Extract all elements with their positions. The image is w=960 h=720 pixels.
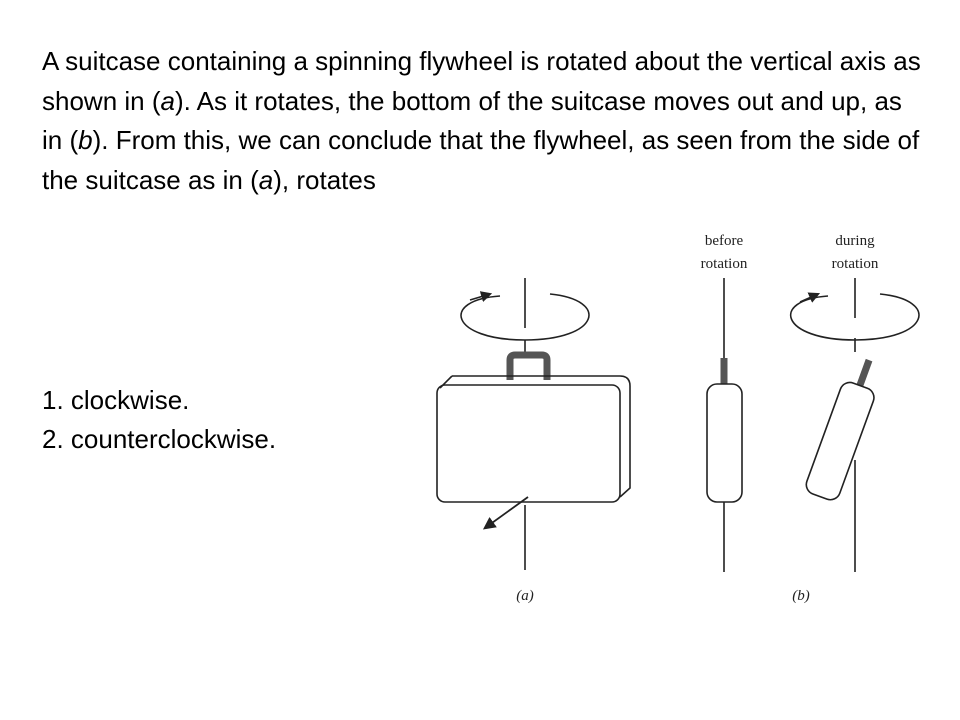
- caption-b: (b): [792, 588, 810, 604]
- spin-vector-arrow-icon: [482, 496, 529, 530]
- suitcase-front-a: [436, 384, 621, 503]
- suitcase-handle-a: [506, 351, 551, 380]
- rotation-arrowhead-during-icon: [799, 292, 821, 303]
- question-part-4: ), rotates: [273, 164, 376, 195]
- figure-a: [436, 278, 631, 570]
- question-part-2: ). As it rotates, the bottom of the suit…: [42, 85, 902, 156]
- suitcase-handle-during: [855, 358, 873, 390]
- choice-counterclockwise[interactable]: 2. counterclockwise.: [42, 424, 277, 454]
- suitcase-edge-a: [439, 375, 453, 389]
- label-during-rotation: rotation: [832, 256, 879, 272]
- suitcase-depth-a: [452, 375, 631, 498]
- question-ref-a-2: a: [258, 164, 274, 195]
- question-ref-b: b: [78, 125, 93, 155]
- question-ref-a: a: [160, 85, 175, 116]
- answer-choices: 1. clockwise. 2. counterclockwise.: [42, 381, 276, 459]
- question-text: A suitcase containing a spinning flywhee…: [42, 42, 922, 200]
- choice-clockwise[interactable]: 1. clockwise.: [42, 385, 190, 415]
- label-during: during: [835, 233, 875, 249]
- suitcase-before: [706, 383, 743, 503]
- question-part-3: ). From this, we can conclude that the f…: [42, 125, 920, 195]
- figure-during: during rotation: [789, 233, 920, 572]
- rotation-arrowhead-a-icon: [469, 291, 493, 302]
- figure-before: before rotation: [701, 233, 748, 572]
- caption-a: (a): [516, 588, 534, 604]
- label-before-rotation: rotation: [701, 256, 748, 272]
- question-part-1: A suitcase containing a spinning flywhee…: [42, 46, 921, 116]
- suitcase-during: [805, 381, 875, 501]
- rotation-arrow-during-icon: [789, 293, 920, 341]
- rotation-arrow-a-icon: [460, 293, 590, 341]
- label-before: before: [705, 233, 744, 249]
